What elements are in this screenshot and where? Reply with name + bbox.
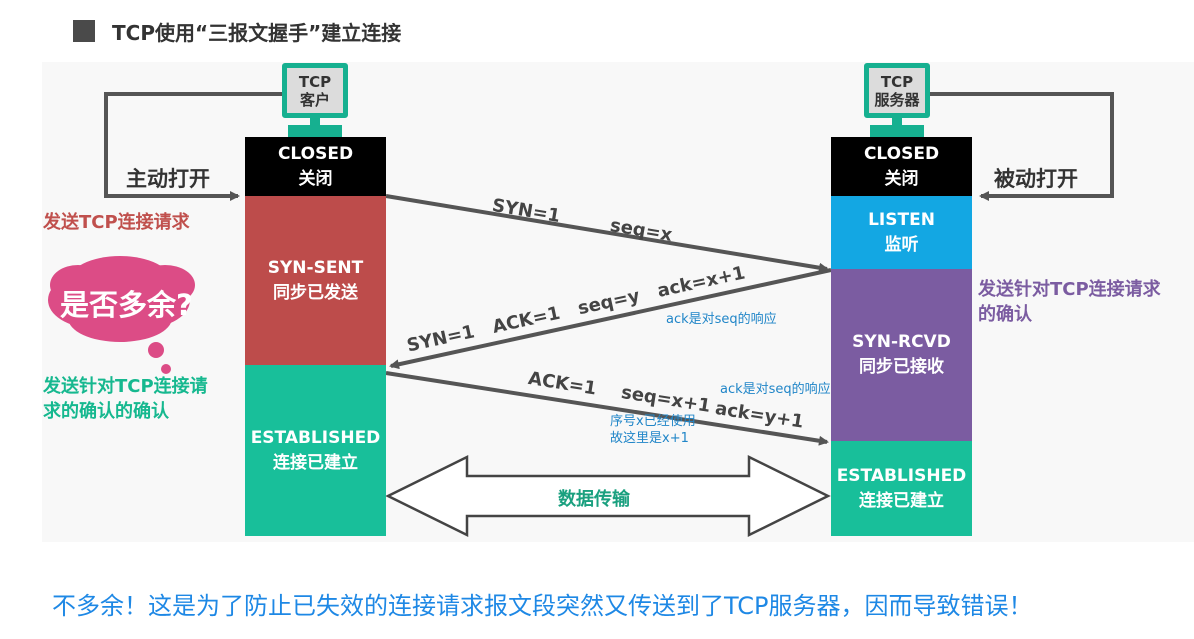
client-label-line1: TCP xyxy=(298,72,332,91)
server-ack-line1: 发送针对TCP连接请求 xyxy=(978,279,1161,300)
annotation-seq-used-line1: 序号x已经使用 xyxy=(610,414,696,429)
client-send-ack-label: 发送针对TCP连接请 求的确认的确认 xyxy=(43,374,208,424)
client-send-ack-line1: 发送针对TCP连接请 xyxy=(43,376,208,397)
active-open-label: 主动打开 xyxy=(126,167,210,191)
state-desc: 关闭 xyxy=(884,168,919,189)
annotation-seq-used-line2: 故这里是x+1 xyxy=(610,431,689,446)
state-name: SYN-SENT xyxy=(267,257,364,278)
page-title: TCP使用“三报文握手”建立连接 xyxy=(112,21,402,45)
syn-arrow xyxy=(385,194,829,273)
client-state-syn-sent: SYN-SENT 同步已发送 xyxy=(245,196,386,365)
bottom-conclusion: 不多余！这是为了防止已失效的连接请求报文段突然又传送到了TCP服务器，因而导致错… xyxy=(52,592,1033,620)
passive-open-line xyxy=(930,92,1114,201)
cloud-question: 是否多余? xyxy=(60,288,193,322)
annotation-seq-used: 序号x已经使用 故这里是x+1 xyxy=(610,413,696,447)
state-name: SYN-RCVD xyxy=(852,332,951,352)
state-name: ESTABLISHED xyxy=(250,427,381,448)
state-desc: 关闭 xyxy=(298,168,333,189)
state-name: CLOSED xyxy=(863,143,940,164)
state-name: CLOSED xyxy=(277,143,354,164)
state-name: LISTEN xyxy=(868,209,935,230)
server-label-line2: 服务器 xyxy=(874,90,920,109)
annotation-ack-seq-1: ack是对seq的响应 xyxy=(666,312,777,327)
state-name: ESTABLISHED xyxy=(836,465,967,486)
state-desc: 同步已接收 xyxy=(859,357,944,377)
title-bullet xyxy=(73,20,95,42)
diagram-panel xyxy=(42,62,1194,542)
server-state-established: ESTABLISHED 连接已建立 xyxy=(831,441,972,536)
client-state-established: ESTABLISHED 连接已建立 xyxy=(245,365,386,536)
client-send-ack-line2: 求的确认的确认 xyxy=(43,401,169,422)
server-ack-label: 发送针对TCP连接请求 的确认 xyxy=(978,277,1161,327)
state-desc: 连接已建立 xyxy=(859,490,944,511)
ack-arrow xyxy=(385,371,829,446)
client-monitor-base xyxy=(288,125,342,137)
annotation-ack-seq-2: ack是对seq的响应 xyxy=(720,382,831,397)
server-label-line1: TCP xyxy=(880,72,914,91)
client-monitor-neck xyxy=(310,118,320,128)
server-state-closed: CLOSED 关闭 xyxy=(831,137,972,196)
server-ack-line2: 的确认 xyxy=(978,304,1032,325)
client-send-request-label: 发送TCP连接请求 xyxy=(43,212,190,233)
state-desc: 同步已发送 xyxy=(273,282,358,303)
state-desc: 连接已建立 xyxy=(273,452,358,473)
server-monitor-icon: TCP 服务器 xyxy=(864,63,930,118)
cloud-bubble xyxy=(48,256,195,374)
state-desc: 监听 xyxy=(884,234,919,255)
client-label-line2: 客户 xyxy=(299,90,330,109)
client-state-closed: CLOSED 关闭 xyxy=(245,137,386,196)
passive-open-label: 被动打开 xyxy=(994,167,1078,191)
syn-ack-arrow xyxy=(389,268,832,370)
data-transfer-arrow xyxy=(385,454,831,538)
active-open-line xyxy=(104,92,282,201)
client-monitor-icon: TCP 客户 xyxy=(282,63,348,118)
server-state-syn-rcvd: SYN-RCVD 同步已接收 xyxy=(831,269,972,441)
data-transfer-label: 数据传输 xyxy=(558,489,630,510)
server-monitor-base xyxy=(870,125,924,137)
server-state-listen: LISTEN 监听 xyxy=(831,196,972,269)
server-monitor-neck xyxy=(892,118,902,128)
